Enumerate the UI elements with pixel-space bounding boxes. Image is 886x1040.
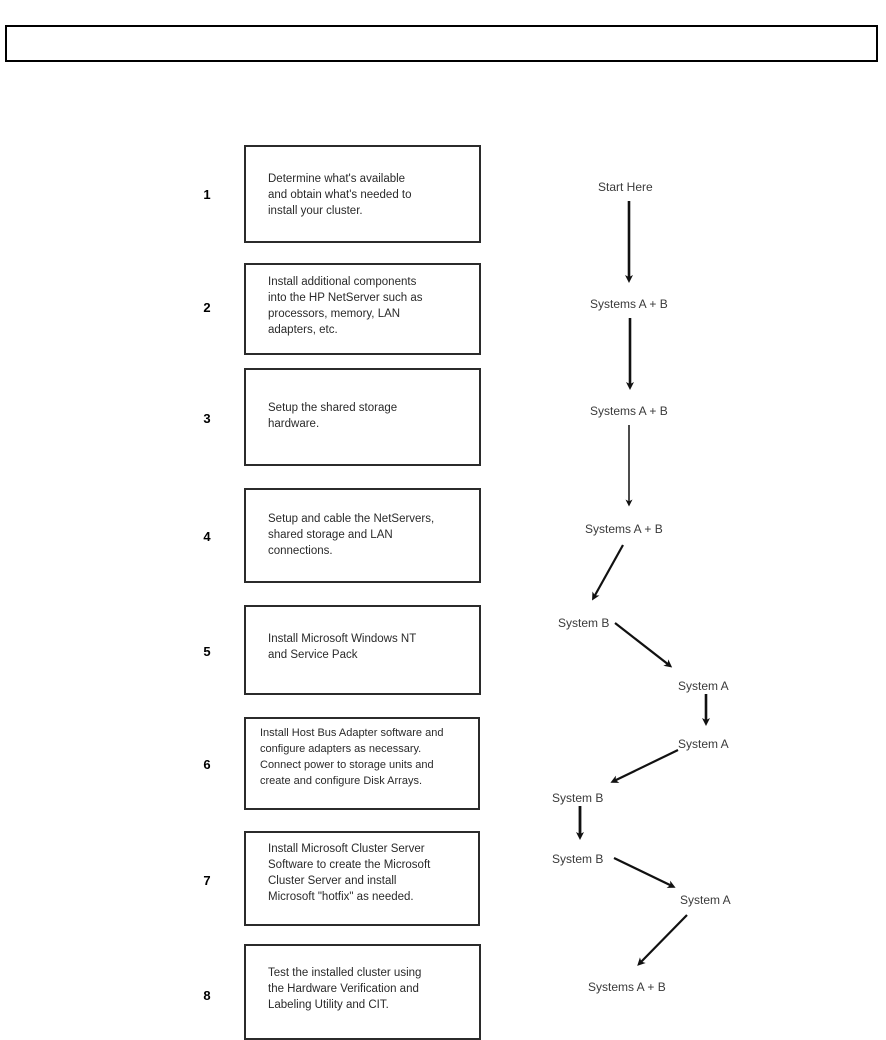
step-text-7: Install Microsoft Cluster Server Softwar… xyxy=(268,843,431,903)
step-text-5: Install Microsoft Windows NT and Service… xyxy=(268,633,417,661)
header-banner xyxy=(5,25,878,62)
step-text-8: Test the installed cluster using the Har… xyxy=(268,967,422,1011)
flow-node-systems-ab-2: Systems A + B xyxy=(590,404,668,418)
step-text-2: Install additional components into the H… xyxy=(268,276,423,336)
flow-node-system-b-3: System B xyxy=(552,852,604,866)
flow-node-systems-ab-4: Systems A + B xyxy=(588,980,666,994)
flow-node-systems-ab-1: Systems A + B xyxy=(590,297,668,311)
arrow-system-b-1-to-system-a-1 xyxy=(614,622,673,668)
flow-node-system-b-2: System B xyxy=(552,791,604,805)
arrow-system-a-2-to-system-b-2 xyxy=(610,749,679,783)
step-box-4: Setup and cable the NetServers, shared s… xyxy=(244,488,481,583)
step-box-7: Install Microsoft Cluster Server Softwar… xyxy=(244,831,480,926)
flow-node-system-b-1: System B xyxy=(558,616,610,630)
step-number-6: 6 xyxy=(203,757,211,772)
flow-node-start-here: Start Here xyxy=(598,180,653,194)
step-number-8: 8 xyxy=(203,988,211,1003)
flow-node-system-a-1: System A xyxy=(678,679,729,693)
step-text-4: Setup and cable the NetServers, shared s… xyxy=(268,513,435,557)
step-text-6: Install Host Bus Adapter software and co… xyxy=(260,727,444,787)
step-box-2: Install additional components into the H… xyxy=(244,263,481,355)
step-box-6: Install Host Bus Adapter software and co… xyxy=(244,717,480,810)
step-number-7: 7 xyxy=(203,873,211,888)
arrow-system-b-3-to-system-a-3 xyxy=(613,857,676,888)
arrow-system-a-3-to-systems-ab-4 xyxy=(637,914,688,966)
step-number-2: 2 xyxy=(203,300,211,315)
step-number-1: 1 xyxy=(203,187,211,202)
step-number-5: 5 xyxy=(203,644,211,659)
step-box-1: Determine what's available and obtain wh… xyxy=(244,145,481,243)
flow-node-system-a-2: System A xyxy=(678,737,729,751)
step-number-3: 3 xyxy=(203,411,211,426)
step-text-1: Determine what's available and obtain wh… xyxy=(268,173,412,217)
step-box-5: Install Microsoft Windows NT and Service… xyxy=(244,605,481,695)
flow-node-systems-ab-3: Systems A + B xyxy=(585,522,663,536)
step-box-3: Setup the shared storage hardware. xyxy=(244,368,481,466)
step-text-3: Setup the shared storage hardware. xyxy=(268,402,398,430)
arrow-systems-ab-3-to-system-b-1 xyxy=(592,544,624,601)
flow-node-system-a-3: System A xyxy=(680,893,731,907)
step-box-8: Test the installed cluster using the Har… xyxy=(244,944,481,1040)
step-number-4: 4 xyxy=(203,529,211,544)
